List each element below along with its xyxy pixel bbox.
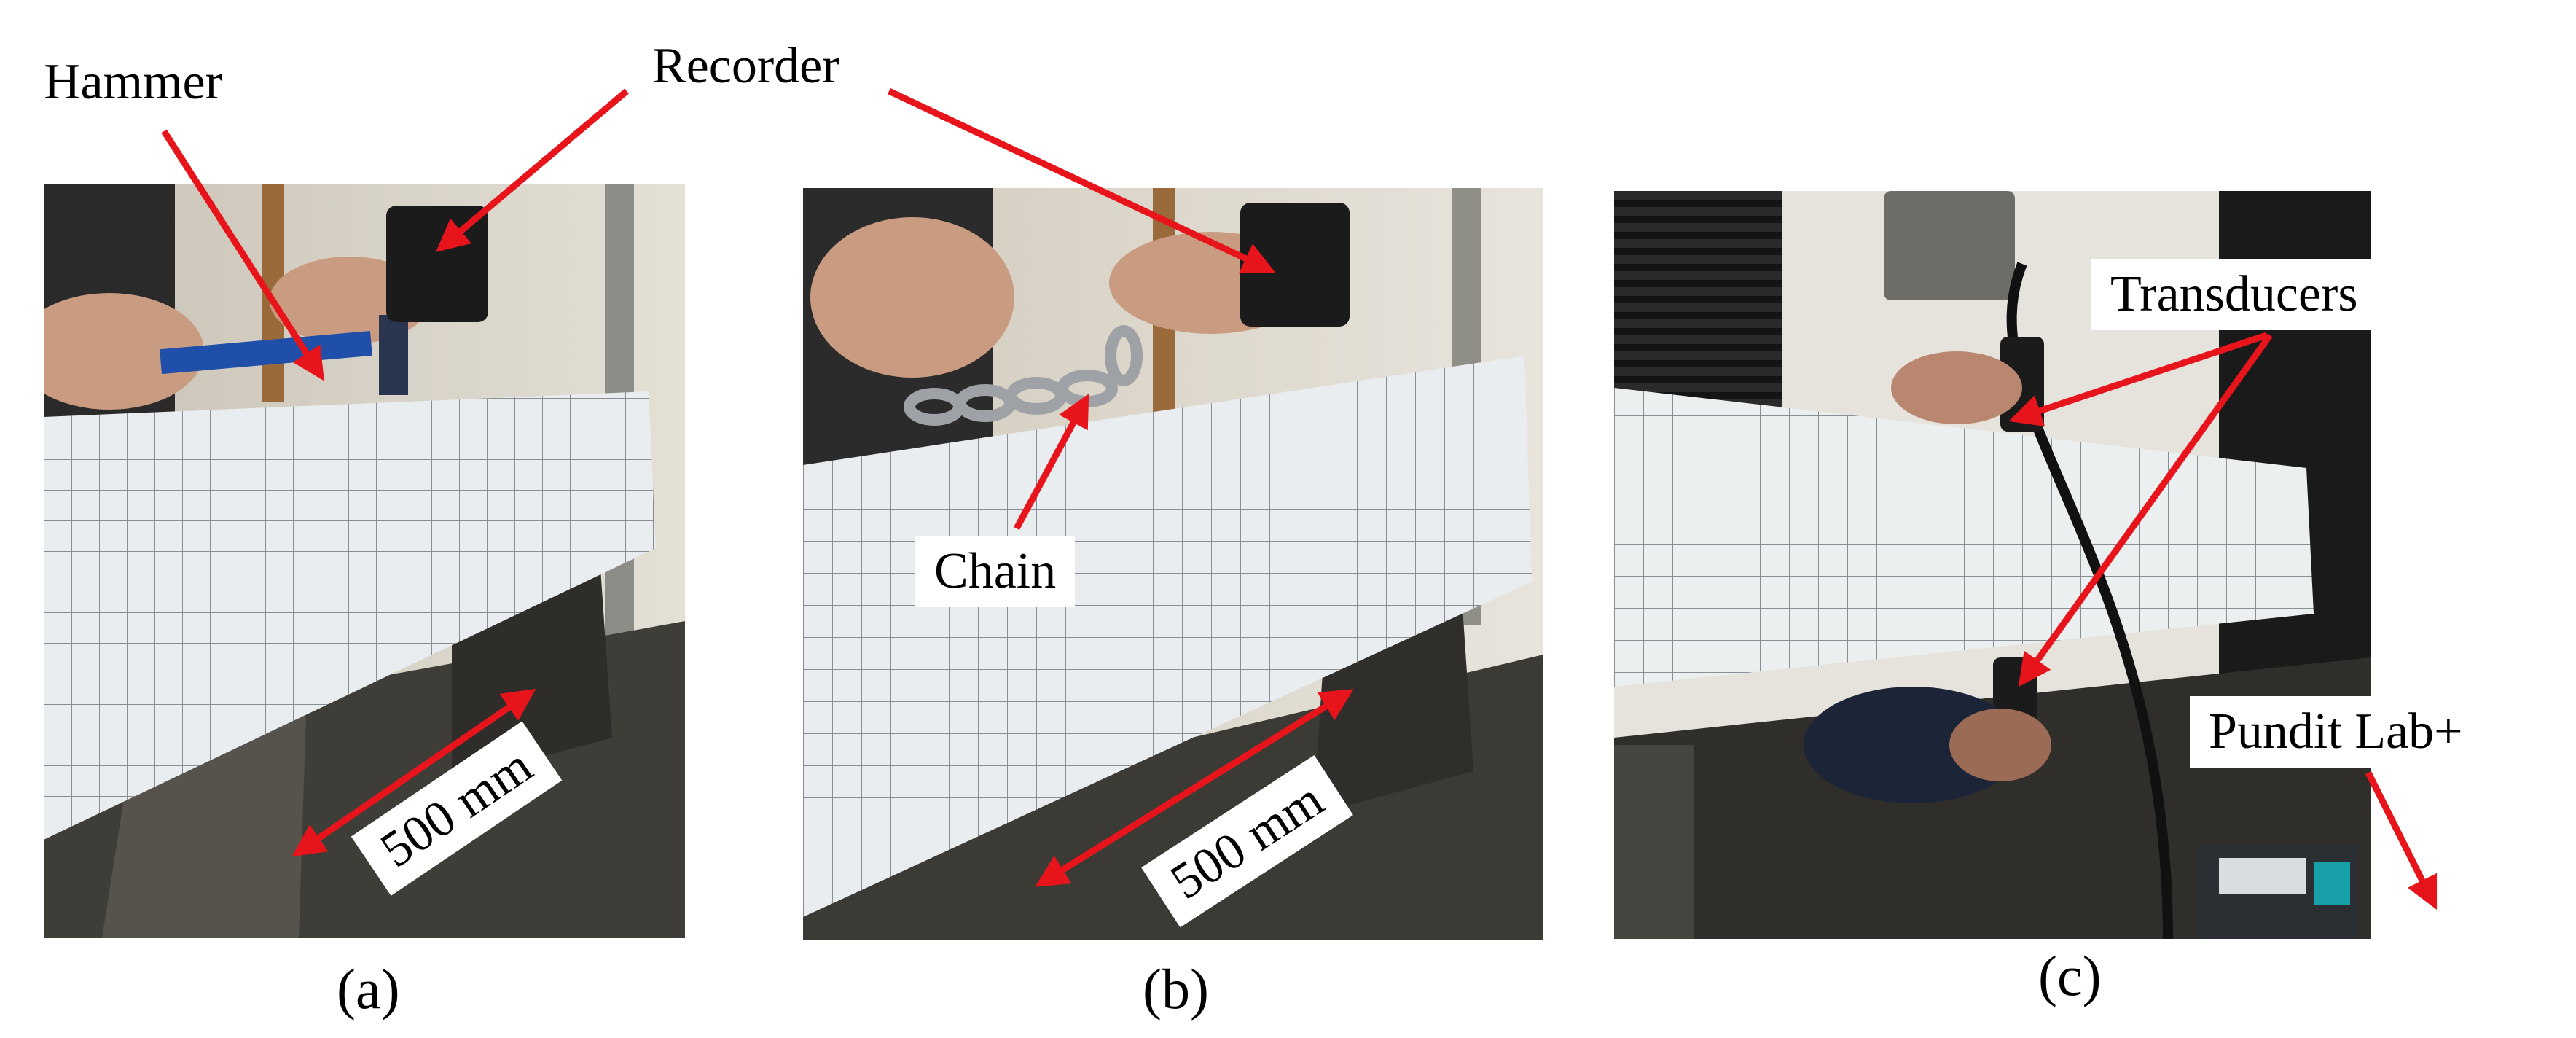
caption-a: (a) — [337, 957, 400, 1021]
arrow-pundit — [2365, 770, 2438, 910]
photo-panel-a — [44, 184, 685, 938]
photo-b-illustration — [803, 188, 1543, 940]
label-pundit-lab: Pundit Lab+ — [2190, 696, 2482, 768]
label-hammer: Hammer — [44, 54, 222, 110]
caption-b: (b) — [1143, 957, 1209, 1021]
caption-c: (c) — [2038, 944, 2102, 1007]
label-chain: Chain — [915, 536, 1076, 607]
label-transducers: Transducers — [2091, 259, 2377, 330]
label-recorder: Recorder — [652, 38, 839, 94]
photo-a-illustration — [44, 184, 685, 938]
photo-panel-b — [803, 188, 1543, 940]
